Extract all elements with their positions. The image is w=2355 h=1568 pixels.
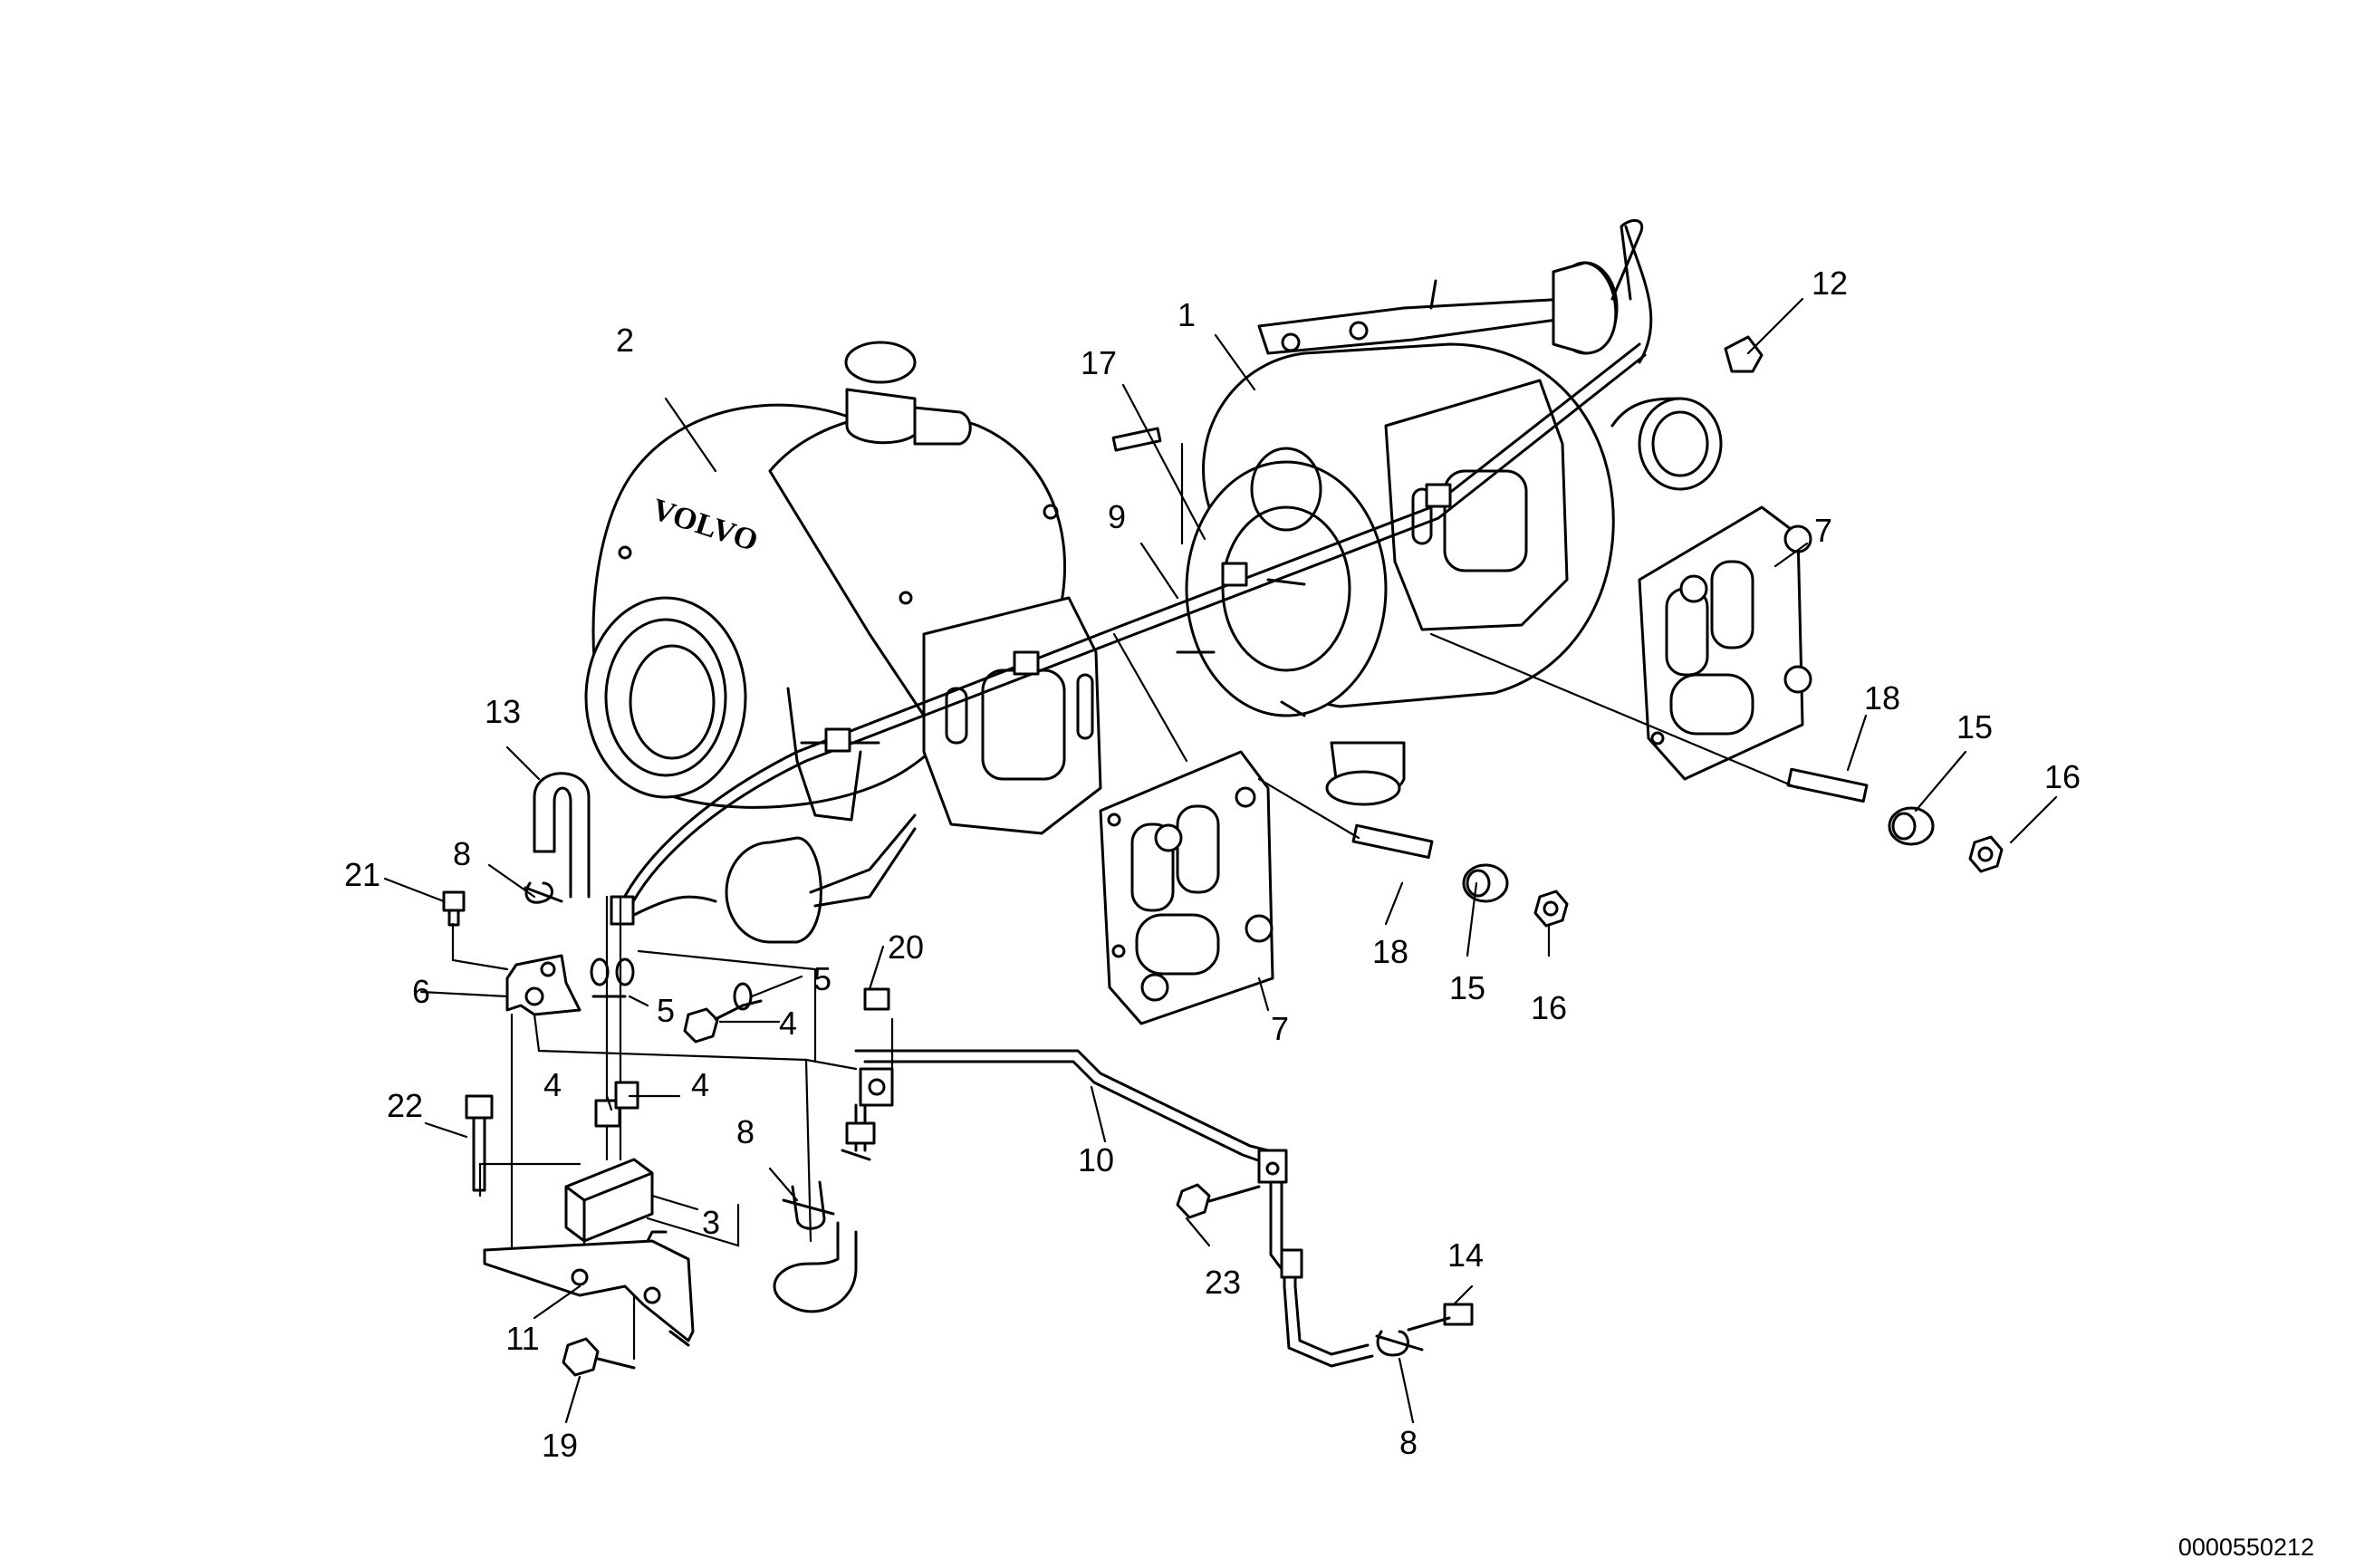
callout-21: 21 bbox=[344, 856, 380, 893]
callout-10: 10 bbox=[1078, 1141, 1114, 1178]
callout-8: 8 bbox=[1399, 1424, 1418, 1461]
callout-15: 15 bbox=[1449, 969, 1485, 1006]
callout-2: 2 bbox=[616, 322, 634, 359]
callout-7: 7 bbox=[1271, 1010, 1289, 1047]
callout-16: 16 bbox=[2044, 758, 2081, 795]
callout-6: 6 bbox=[412, 973, 430, 1010]
callout-13: 13 bbox=[485, 693, 521, 730]
callout-3: 3 bbox=[702, 1204, 720, 1241]
callout-5: 5 bbox=[657, 992, 675, 1029]
pipe-10 bbox=[841, 1049, 1424, 1368]
callout-8: 8 bbox=[453, 835, 471, 872]
callout-18: 18 bbox=[1372, 933, 1408, 970]
document-code: 0000550212 bbox=[2178, 1534, 2314, 1561]
callout-8: 8 bbox=[736, 1113, 755, 1150]
hose-lower-left bbox=[773, 1180, 858, 1313]
callout-17: 17 bbox=[1081, 344, 1117, 381]
turbocharger-2: VOLVO bbox=[584, 341, 1102, 944]
hose-13 bbox=[533, 772, 591, 899]
callout-7: 7 bbox=[1814, 512, 1832, 549]
leader-lines bbox=[383, 297, 2058, 1424]
callout-15: 15 bbox=[1956, 708, 1993, 746]
callout-12: 12 bbox=[1812, 265, 1848, 302]
callout-11: 11 bbox=[505, 1320, 539, 1357]
callout-1: 1 bbox=[1178, 296, 1196, 333]
callout-20: 20 bbox=[888, 928, 924, 966]
gasket-7-lower bbox=[1099, 750, 1274, 1025]
callout-4: 4 bbox=[779, 1005, 797, 1042]
callout-23: 23 bbox=[1205, 1264, 1241, 1301]
turbocharger-1 bbox=[1176, 218, 1723, 806]
callout-22: 22 bbox=[387, 1087, 423, 1124]
callout-labels: 1 2 3 4 4 4 5 5 6 7 7 8 8 8 9 10 11 12 1… bbox=[344, 265, 2081, 1464]
fasteners bbox=[442, 335, 2004, 1377]
callout-4: 4 bbox=[543, 1066, 562, 1103]
oil-pipe-9 bbox=[610, 342, 1647, 926]
callout-18: 18 bbox=[1864, 679, 1900, 717]
callout-5: 5 bbox=[813, 960, 831, 997]
callout-4: 4 bbox=[691, 1066, 709, 1103]
callout-19: 19 bbox=[542, 1427, 578, 1464]
bracket-assembly bbox=[483, 881, 695, 1347]
gasket-7-upper bbox=[1638, 505, 1812, 781]
callout-14: 14 bbox=[1447, 1236, 1484, 1274]
callout-16: 16 bbox=[1531, 989, 1567, 1026]
callout-9: 9 bbox=[1108, 498, 1126, 535]
